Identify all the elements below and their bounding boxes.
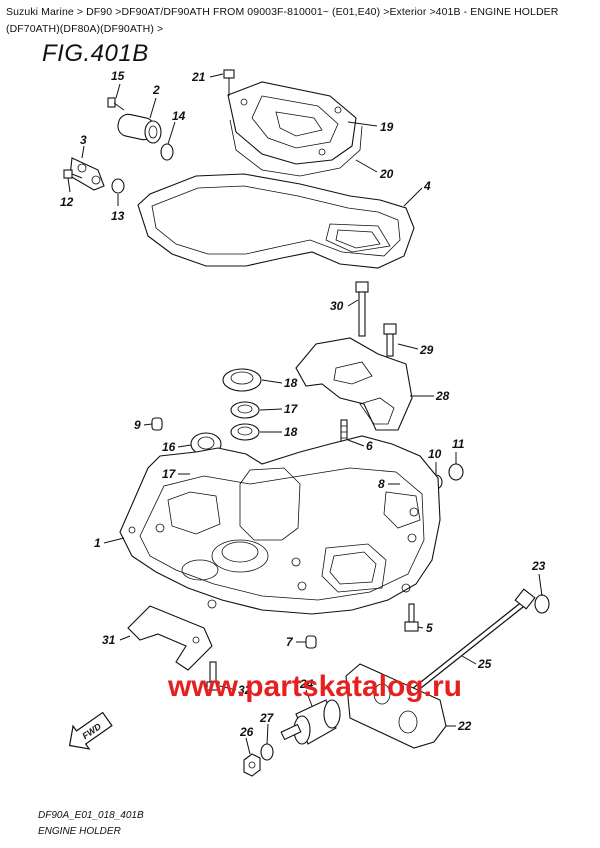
part-4-gasket[interactable]: [137, 173, 415, 269]
callout-31[interactable]: 30: [330, 299, 344, 313]
callout-20[interactable]: 19: [380, 120, 394, 134]
callout-8[interactable]: 8: [378, 477, 385, 491]
callout-26[interactable]: 25: [477, 657, 492, 671]
callout-6[interactable]: 6: [366, 439, 373, 453]
callout-14[interactable]: 14: [172, 109, 186, 123]
callout-29[interactable]: 28: [435, 389, 450, 403]
callout-17[interactable]: 17: [162, 467, 177, 481]
callout-2[interactable]: 2: [152, 83, 160, 97]
callout-33[interactable]: 32: [238, 683, 252, 697]
callout-11[interactable]: 11: [452, 437, 465, 451]
part-5-bolt[interactable]: [404, 603, 419, 632]
part-7-pin[interactable]: [305, 635, 317, 649]
part-25-rubber-mount[interactable]: [280, 699, 341, 745]
part-30-bolt[interactable]: [383, 323, 397, 357]
part-14-oring[interactable]: [160, 143, 174, 161]
breadcrumb-separator-trailing: >: [153, 23, 164, 35]
part-9-pin[interactable]: [151, 417, 163, 431]
callout-19[interactable]: 18: [284, 376, 298, 390]
callout-22[interactable]: 21: [191, 70, 206, 84]
callout-1[interactable]: 1: [94, 536, 101, 550]
part-15-bolt[interactable]: [107, 97, 125, 111]
part-26-long-bolt[interactable]: [400, 588, 536, 703]
callout-21[interactable]: 20: [379, 167, 394, 181]
callout-12[interactable]: 12: [60, 195, 74, 209]
part-11-plug[interactable]: [448, 463, 464, 481]
part-18-seal-lower[interactable]: [230, 423, 260, 441]
part-18-seal[interactable]: [230, 401, 260, 419]
callout-7[interactable]: 7: [286, 635, 294, 649]
breadcrumb-separator: >: [426, 6, 436, 18]
callout-15[interactable]: 15: [111, 69, 125, 83]
callout-numbers: 15 2 14 3 12 13 21 19 20 4 30 29 28 18 1…: [60, 69, 546, 739]
fwd-arrow-icon: FWD: [68, 711, 113, 750]
callout-28[interactable]: 27: [259, 711, 275, 725]
part-27-nut[interactable]: [243, 753, 261, 777]
breadcrumb-separator: >: [380, 6, 390, 18]
breadcrumb-link-df90[interactable]: DF90: [86, 6, 113, 18]
breadcrumb-link-model-range[interactable]: DF90AT/DF90ATH FROM 09003F-810001~ (E01,…: [121, 6, 381, 18]
figure-title: FIG.401B: [42, 40, 149, 67]
breadcrumb-link-current-page[interactable]: 401B - ENGINE HOLDER (DF70ATH)(DF80A)(DF…: [6, 6, 559, 35]
breadcrumb-link-suzuki-marine[interactable]: Suzuki Marine: [6, 6, 74, 18]
watermark-text: www.partskatalog.ru: [167, 670, 462, 703]
callout-18-second[interactable]: 18: [284, 425, 298, 439]
part-24-washer[interactable]: [534, 594, 550, 614]
leader-lines: [67, 73, 543, 755]
callout-18[interactable]: 17: [284, 402, 299, 416]
part-21-gasket[interactable]: [229, 119, 363, 177]
callout-9[interactable]: 9: [134, 418, 141, 432]
callout-24[interactable]: 23: [531, 559, 546, 573]
part-31-bolt[interactable]: [355, 281, 369, 337]
callout-25[interactable]: 24: [299, 677, 314, 691]
part-19-seal[interactable]: [222, 368, 262, 392]
part-29-mount-bracket[interactable]: [295, 337, 413, 431]
callout-3[interactable]: 3: [80, 133, 87, 147]
callout-23[interactable]: 22: [457, 719, 472, 733]
breadcrumb-link-exterior[interactable]: Exterior: [389, 6, 427, 18]
part-32-bracket[interactable]: [127, 605, 213, 671]
breadcrumb-separator: >: [73, 6, 84, 18]
part-3-bracket[interactable]: [69, 157, 105, 191]
diagram-name: ENGINE HOLDER: [38, 826, 121, 837]
part-1-engine-holder[interactable]: [119, 435, 441, 615]
breadcrumb: Suzuki Marine > DF90 >DF90AT/DF90ATH FRO…: [6, 4, 566, 38]
breadcrumb-separator: >: [112, 6, 122, 18]
part-28-washer[interactable]: [260, 743, 274, 761]
diagram-code: DF90A_E01_018_401B: [38, 810, 144, 821]
part-20-cover[interactable]: [227, 81, 357, 165]
part-23-mount-bar[interactable]: [345, 663, 447, 749]
callout-16[interactable]: 16: [162, 440, 176, 454]
part-13-oring[interactable]: [111, 178, 125, 194]
callout-32[interactable]: 31: [102, 633, 116, 647]
callout-30[interactable]: 29: [419, 343, 434, 357]
part-22-bolt[interactable]: [223, 69, 235, 96]
callout-13[interactable]: 13: [111, 209, 125, 223]
part-2-housing[interactable]: [116, 112, 162, 144]
callout-27[interactable]: 26: [239, 725, 254, 739]
callout-5[interactable]: 5: [426, 621, 433, 635]
callout-4[interactable]: 4: [423, 179, 431, 193]
part-33-bolt[interactable]: [206, 661, 220, 691]
callout-10[interactable]: 10: [428, 447, 442, 461]
